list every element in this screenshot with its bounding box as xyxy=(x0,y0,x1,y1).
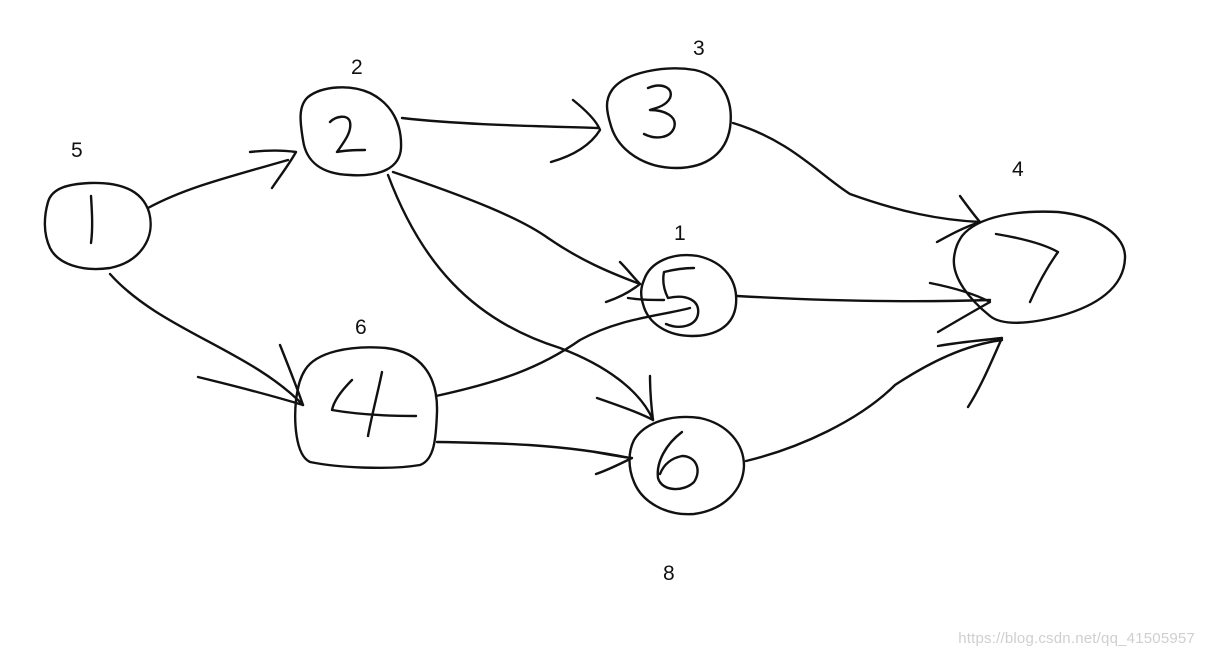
node-1-weight: 5 xyxy=(71,139,83,162)
edge-2-5-arrowhead xyxy=(604,260,642,304)
node-3 xyxy=(605,67,732,170)
node-7 xyxy=(952,210,1127,324)
node-1-outline xyxy=(43,181,152,271)
edge-5-7-arrowhead xyxy=(928,281,992,334)
node-7-weight: 4 xyxy=(1012,158,1024,181)
edge-3-7 xyxy=(731,121,982,224)
edge-6-7-arrowhead xyxy=(936,336,1004,409)
edge-1-2-arrowhead xyxy=(248,149,298,190)
node-2 xyxy=(299,86,403,177)
node-4 xyxy=(294,346,439,470)
node-5-weight: 1 xyxy=(674,222,686,245)
handwritten-3-icon xyxy=(642,84,676,139)
node-2-weight: 2 xyxy=(351,56,363,79)
handwritten-2-icon xyxy=(328,115,367,154)
edge-4-6-arrowhead xyxy=(593,450,634,476)
watermark: https://blog.csdn.net/qq_41505957 xyxy=(958,630,1195,647)
handwritten-4-icon xyxy=(330,370,418,438)
node-4-outline xyxy=(294,346,439,470)
handwritten-1-icon xyxy=(89,194,94,245)
handwritten-6-icon xyxy=(656,430,699,491)
edge-2-5 xyxy=(391,170,642,286)
node-6 xyxy=(628,415,746,516)
edge-4-5 xyxy=(434,306,692,398)
node-7-outline xyxy=(952,210,1127,324)
edge-1-4-arrowhead xyxy=(196,343,305,407)
handwritten-5-icon xyxy=(626,266,700,328)
edges xyxy=(108,98,1004,476)
node-6-weight: 8 xyxy=(663,562,675,585)
node-3-weight: 3 xyxy=(693,37,705,60)
edge-1-2 xyxy=(146,158,290,210)
node-5 xyxy=(626,253,738,338)
nodes xyxy=(43,67,1127,516)
edge-2-6 xyxy=(386,173,655,422)
weights: 5 2 3 6 1 8 4 xyxy=(71,37,1024,585)
edge-5-7 xyxy=(735,294,992,303)
edge-4-6 xyxy=(435,440,632,460)
node-1 xyxy=(43,181,152,271)
edge-2-6-arrowhead xyxy=(595,374,655,422)
node-4-weight: 6 xyxy=(355,316,367,339)
node-6-outline xyxy=(628,415,746,516)
edge-6-7 xyxy=(744,338,1004,463)
node-2-outline xyxy=(299,86,403,177)
node-5-outline xyxy=(640,253,738,338)
edge-2-3 xyxy=(400,116,600,130)
edge-1-4 xyxy=(108,272,305,407)
edge-2-3-arrowhead xyxy=(549,98,602,164)
handwritten-7-icon xyxy=(994,232,1060,304)
node-3-outline xyxy=(605,67,732,170)
